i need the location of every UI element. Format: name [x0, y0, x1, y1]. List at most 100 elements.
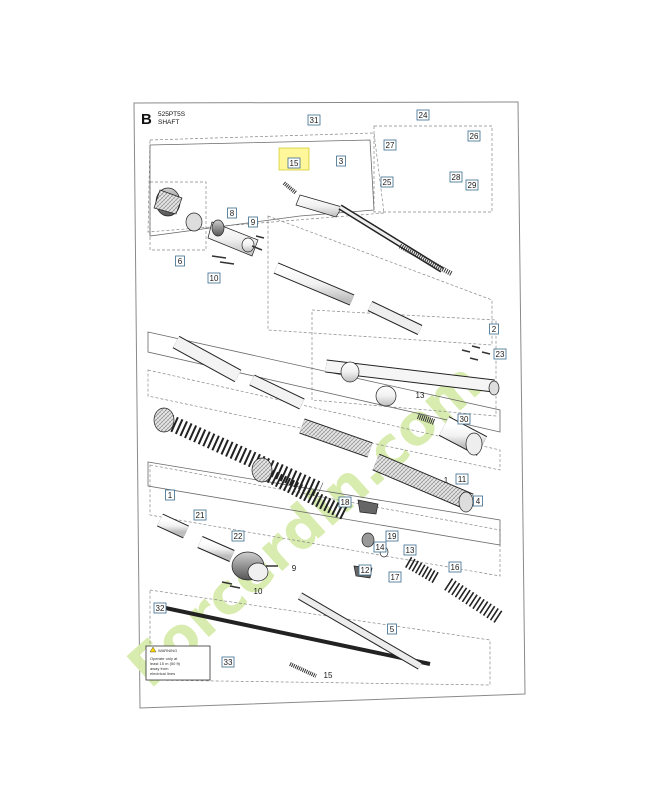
callout-box	[231, 530, 245, 542]
model-code: 525PT5S	[158, 111, 186, 118]
callout-c13b: 13	[403, 544, 417, 556]
callout-box	[193, 509, 207, 521]
callout-c26: 26	[467, 130, 481, 142]
callout-c9bot: 9	[292, 564, 297, 573]
callout-label: 13	[416, 391, 425, 400]
callout-box	[448, 561, 462, 573]
callout-box	[455, 473, 469, 485]
callout-label: 6	[178, 257, 183, 266]
handle-nut	[153, 187, 203, 232]
callout-c23: 23	[493, 348, 507, 360]
callout-c5: 5	[387, 623, 397, 635]
callout-c10bot: 10	[254, 587, 263, 596]
callout-c16: 16	[448, 561, 462, 573]
callout-c13: 13	[416, 391, 425, 400]
callout-label: 31	[310, 116, 319, 125]
callout-c11: 11	[455, 473, 469, 485]
callout-c21: 21	[193, 509, 207, 521]
callout-label: 3	[339, 157, 344, 166]
callout-c24: 24	[416, 109, 430, 121]
callout-c29: 29	[465, 179, 479, 191]
callout-label: 18	[341, 498, 350, 507]
warning-label: WARNING Operate only at least 15 m (50 f…	[145, 645, 211, 681]
callout-box	[358, 564, 372, 576]
callout-c8: 8	[227, 207, 237, 219]
callout-c17: 17	[388, 571, 402, 583]
callout-label: 25	[383, 178, 392, 187]
callout-c15top: 15	[287, 157, 301, 169]
callout-label: 14	[376, 543, 385, 552]
callout-box	[489, 323, 499, 335]
callout-box	[287, 157, 301, 169]
callout-label: 13	[406, 546, 415, 555]
warning-title: WARNING	[158, 648, 177, 653]
clutch-housing	[231, 551, 269, 582]
callout-label: 29	[468, 181, 477, 190]
callout-label: 4	[476, 497, 481, 506]
callout-box	[307, 114, 321, 126]
callout-label: 9	[251, 218, 256, 227]
callout-box	[388, 571, 402, 583]
callout-label: 15	[290, 159, 299, 168]
callout-c4: 4	[473, 495, 483, 507]
callout-label: 17	[391, 573, 400, 582]
callout-c18: 18	[338, 496, 352, 508]
callout-label: 26	[470, 132, 479, 141]
callout-box	[175, 255, 185, 267]
callout-box	[336, 155, 346, 167]
callout-box	[373, 541, 387, 553]
callout-box	[457, 413, 471, 425]
callout-label: 5	[390, 625, 395, 634]
callout-label: 1	[168, 491, 173, 500]
callout-label: 21	[196, 511, 205, 520]
warning-line-1: Operate only at	[150, 656, 178, 661]
callout-label: 27	[386, 141, 395, 150]
callout-label: 11	[458, 475, 467, 484]
warning-line-4: electrical lines	[150, 671, 175, 676]
callout-label: 23	[496, 350, 505, 359]
callout-label: 16	[451, 563, 460, 572]
callout-label: 15	[324, 671, 333, 680]
callout-c14: 14	[373, 541, 387, 553]
callout-box	[248, 216, 258, 228]
callout-c10top: 10	[207, 272, 221, 284]
callout-box	[473, 495, 483, 507]
sheet-header: B 525PT5S SHAFT	[141, 111, 186, 128]
callout-c15bot: 15	[324, 671, 333, 680]
warning-line-3: away from	[150, 666, 169, 671]
callout-c1left: 1	[165, 489, 175, 501]
callout-label: 1	[444, 476, 449, 485]
callout-box	[416, 109, 430, 121]
callout-c9top: 9	[248, 216, 258, 228]
section-title: SHAFT	[158, 119, 179, 126]
callout-box	[465, 179, 479, 191]
callout-box	[385, 530, 399, 542]
callout-box	[338, 496, 352, 508]
callout-c22: 22	[231, 530, 245, 542]
callout-c27: 27	[383, 139, 397, 151]
callout-box	[403, 544, 417, 556]
callout-label: 10	[254, 587, 263, 596]
callout-box	[153, 602, 167, 614]
callout-c28: 28	[449, 171, 463, 183]
callout-label: 32	[156, 604, 165, 613]
callout-label: 10	[210, 274, 219, 283]
callout-c25: 25	[380, 176, 394, 188]
callout-label: 24	[419, 111, 428, 120]
callout-c32: 32	[153, 602, 167, 614]
callout-c1mid: 1	[444, 476, 449, 485]
callout-label: 2	[492, 325, 497, 334]
callout-label: 33	[224, 658, 233, 667]
callout-c3: 3	[336, 155, 346, 167]
callout-label: 19	[388, 532, 397, 541]
callout-box	[221, 656, 235, 668]
callout-box	[207, 272, 221, 284]
callout-c2: 2	[489, 323, 499, 335]
callout-label: 9	[292, 564, 297, 573]
callout-c19: 19	[385, 530, 399, 542]
callout-box	[493, 348, 507, 360]
callout-label: 22	[234, 532, 243, 541]
callout-box	[387, 623, 397, 635]
